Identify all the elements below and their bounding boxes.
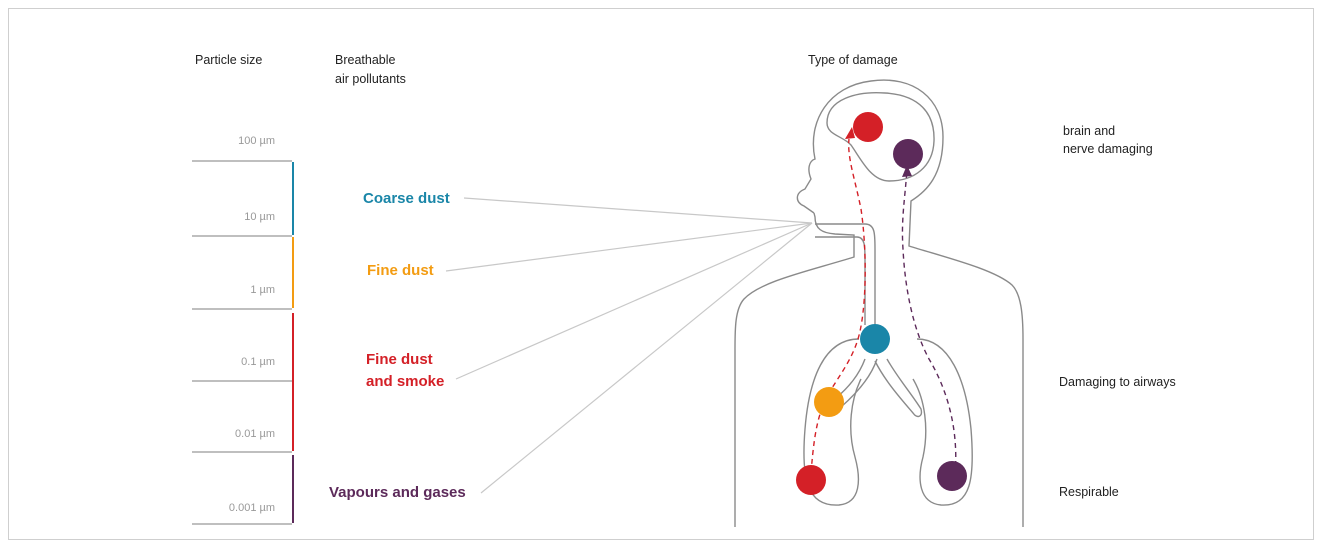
smoke-pathway (811, 139, 865, 473)
particle-smoke-brain (853, 112, 883, 142)
airway-upper-inner (815, 237, 865, 325)
size-label-0.1um: 0.1 µm (241, 356, 275, 368)
connector-coarse-dust (464, 198, 812, 223)
damage-respirable: Respirable (1059, 485, 1119, 499)
particle-fine-lung (814, 387, 844, 417)
particle-gases-brain (893, 139, 923, 169)
bronchus-right (875, 359, 921, 416)
header-pollutants-line1: Breathable (335, 53, 396, 67)
size-label-10um: 10 µm (244, 211, 275, 223)
particle-smoke-lung (796, 465, 826, 495)
human-body-outline (735, 80, 1023, 527)
label-fine-dust-smoke-line1: Fine dust (366, 351, 433, 368)
damage-brain-line1: brain and (1063, 124, 1115, 138)
air-pollutants-diagram: Particle size Breathable air pollutants … (9, 9, 1314, 540)
particle-gases-lung (937, 461, 967, 491)
size-label-1um: 1 µm (250, 284, 275, 296)
connector-vapours-gases (481, 223, 812, 493)
size-scale: 100 µm 10 µm 1 µm 0.1 µm 0.01 µm 0.001 µ… (192, 135, 293, 524)
damage-airways: Damaging to airways (1059, 375, 1176, 389)
label-coarse-dust: Coarse dust (363, 190, 450, 207)
damage-brain-line2: nerve damaging (1063, 142, 1153, 156)
particle-coarse-airways (860, 324, 890, 354)
header-damage-type: Type of damage (808, 53, 898, 67)
header-pollutants-line2: air pollutants (335, 72, 406, 86)
airway-upper-outer (815, 224, 875, 325)
size-label-0.01um: 0.01 µm (235, 428, 275, 440)
label-vapours-gases: Vapours and gases (329, 484, 466, 501)
connector-lines (446, 198, 812, 493)
size-label-100um: 100 µm (238, 135, 275, 147)
particle-pathways (811, 139, 956, 475)
header-particle-size: Particle size (195, 53, 262, 67)
label-fine-dust: Fine dust (367, 262, 434, 279)
label-fine-dust-smoke-line2: and smoke (366, 373, 444, 390)
brain-outline (827, 93, 934, 181)
body-left-contour (735, 213, 854, 527)
size-label-0.001um: 0.001 µm (229, 502, 275, 514)
diagram-frame: Particle size Breathable air pollutants … (8, 8, 1314, 540)
